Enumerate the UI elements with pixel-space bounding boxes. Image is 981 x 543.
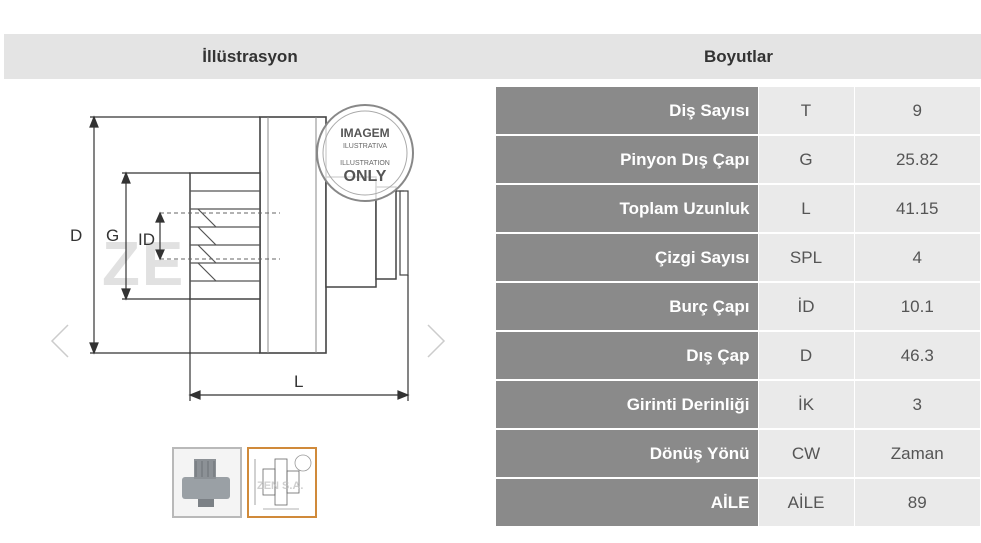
spec-label: Burç Çapı <box>496 282 758 332</box>
spec-value: 9 <box>854 87 980 136</box>
svg-text:ILUSTRATIVA: ILUSTRATIVA <box>343 143 387 150</box>
spec-code: CW <box>757 429 855 479</box>
spec-value: 25.82 <box>854 135 980 185</box>
spec-value: 89 <box>854 478 980 528</box>
spec-value: Zaman <box>854 429 980 479</box>
spec-code: SPL <box>757 233 855 283</box>
spec-code: L <box>757 184 855 234</box>
svg-text:ONLY: ONLY <box>344 168 387 185</box>
svg-text:IMAGEM: IMAGEM <box>340 126 389 140</box>
spec-code: D <box>757 331 855 381</box>
spec-label: Dönüş Yönü <box>496 429 758 479</box>
spec-value: 3 <box>854 380 980 430</box>
spec-code: İD <box>757 282 855 332</box>
spec-label: Pinyon Dış Çapı <box>496 135 758 185</box>
spec-label: Dış Çap <box>496 331 758 381</box>
dim-D-label: D <box>70 226 82 245</box>
dim-G-label: G <box>106 226 119 245</box>
next-arrow-icon <box>427 324 446 358</box>
spec-label: Toplam Uzunluk <box>496 184 758 234</box>
illustrative-stamp: IMAGEM ILUSTRATIVA ILLUSTRATION ONLY <box>316 104 414 202</box>
svg-text:ZEN S.A.: ZEN S.A. <box>257 480 303 492</box>
thumbnail-photo[interactable] <box>172 447 242 518</box>
spec-code: AİLE <box>757 478 855 528</box>
spec-label: Çizgi Sayısı <box>496 233 758 283</box>
thumbnail-drawing[interactable]: ZEN S.A. <box>247 447 317 518</box>
spec-label: AİLE <box>496 478 758 528</box>
illustration-header: İllüstrasyon <box>4 34 496 79</box>
prev-arrow-icon <box>50 324 69 358</box>
svg-text:ILLUSTRATION: ILLUSTRATION <box>340 160 390 167</box>
spec-value: 4 <box>854 233 980 283</box>
starter-drive-drawing: ZEN S.A. <box>50 104 446 401</box>
dimensions-header: Boyutlar <box>496 34 981 79</box>
dim-L-label: L <box>294 372 303 391</box>
spec-label: Girinti Derinliği <box>496 380 758 430</box>
dim-ID-label: ID <box>138 230 155 249</box>
spec-code: T <box>757 87 855 136</box>
spec-label: Diş Sayısı <box>496 87 758 136</box>
spec-code: İK <box>757 380 855 430</box>
spec-code: G <box>757 135 855 185</box>
spec-value: 10.1 <box>854 282 980 332</box>
spec-value: 46.3 <box>854 331 980 381</box>
spec-value: 41.15 <box>854 184 980 234</box>
